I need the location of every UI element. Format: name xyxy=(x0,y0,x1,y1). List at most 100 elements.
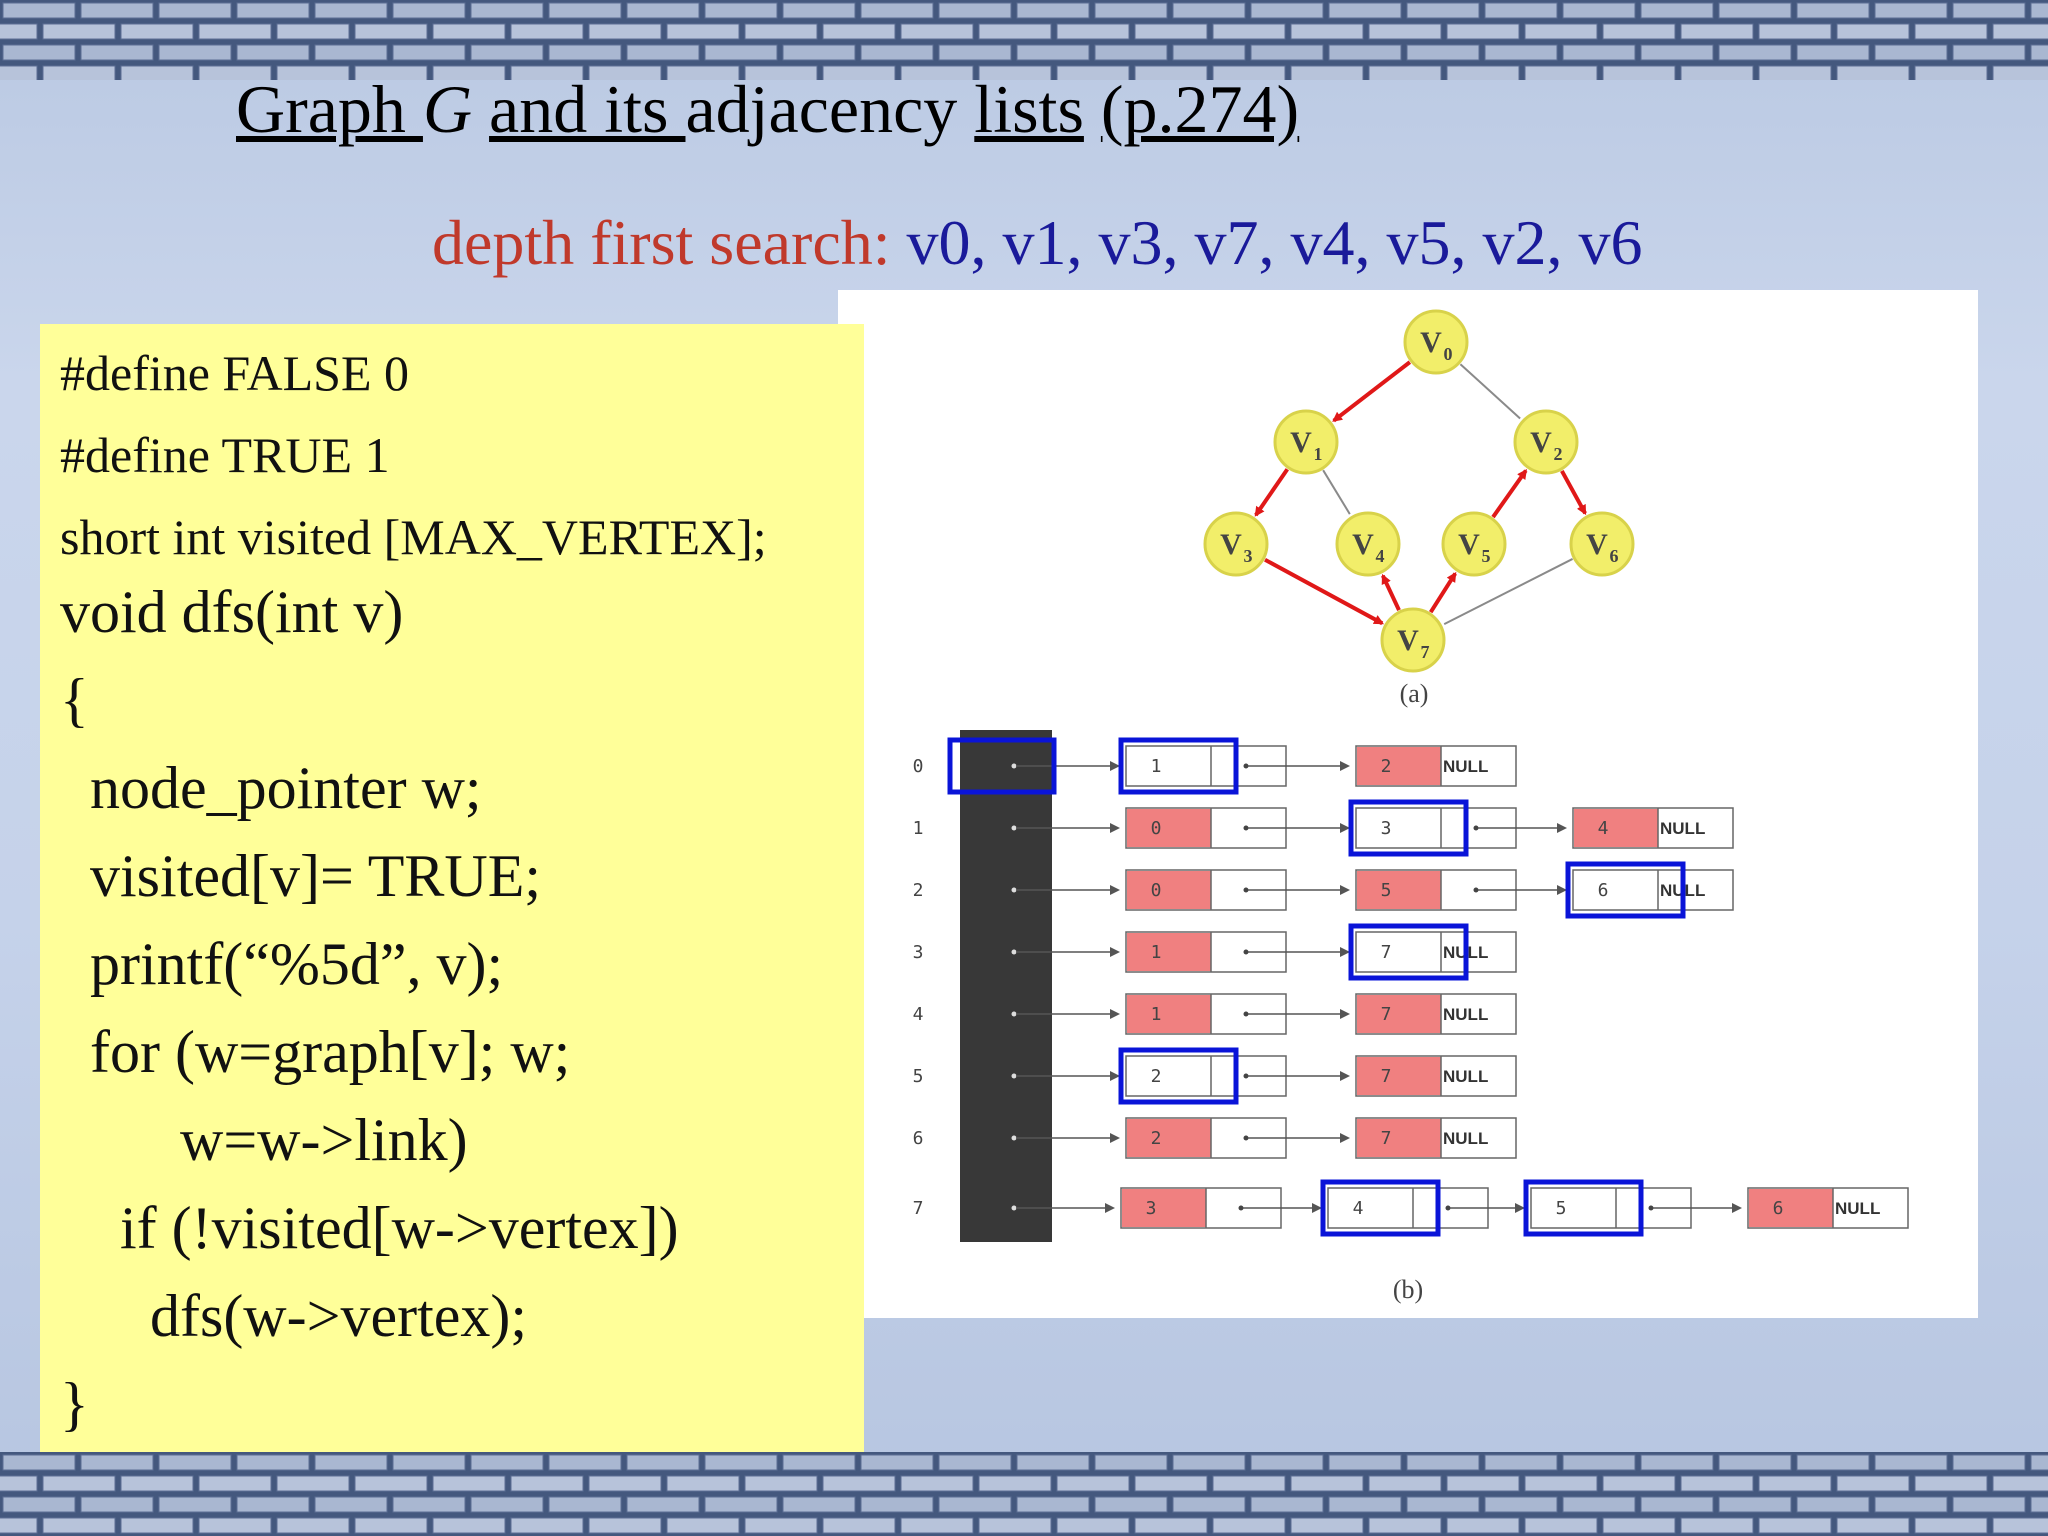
null-label: NULL xyxy=(1660,819,1705,838)
edge-v1-v3 xyxy=(1254,468,1289,517)
brick xyxy=(626,1454,700,1471)
brick xyxy=(1836,1475,1910,1492)
brick xyxy=(432,65,506,80)
brick xyxy=(1718,1454,1792,1471)
node-circle xyxy=(1569,511,1635,577)
link-dot xyxy=(1243,887,1249,893)
code-line-3: short int visited [MAX_VERTEX]; xyxy=(60,509,767,565)
vertex-value: 7 xyxy=(1381,1128,1392,1149)
code-line-12: dfs(w->vertex); xyxy=(60,1283,528,1349)
slide-title: Graph G and its adjacency lists (p.274) xyxy=(236,70,1299,149)
brick xyxy=(1952,2,2026,19)
brick xyxy=(1446,23,1520,40)
visited-highlight xyxy=(1357,747,1441,785)
start-vertex-box xyxy=(947,737,1057,795)
brick xyxy=(938,1454,1012,1471)
code-line-5: { xyxy=(60,667,89,733)
brick xyxy=(1952,44,2026,61)
brick xyxy=(1328,1496,1402,1513)
brick xyxy=(1172,2,1246,19)
brick xyxy=(588,1475,662,1492)
link-dot xyxy=(1243,763,1249,769)
brick xyxy=(2,1496,76,1513)
row-index: 5 xyxy=(913,1066,924,1087)
brick xyxy=(1172,1496,1246,1513)
brick xyxy=(1562,1496,1636,1513)
vertex-value: 4 xyxy=(1598,818,1609,839)
brick xyxy=(1094,1496,1168,1513)
list-node: 4 xyxy=(1320,1179,1525,1237)
title-adjacency: adjacency xyxy=(685,71,975,147)
brick xyxy=(704,2,778,19)
brick xyxy=(470,2,544,19)
brick xyxy=(1796,44,1870,61)
brick xyxy=(666,23,740,40)
brick xyxy=(236,2,310,19)
brick xyxy=(978,1475,1052,1492)
brick xyxy=(626,44,700,61)
brick xyxy=(1368,65,1442,80)
brick xyxy=(2030,1454,2048,1471)
node-label: V xyxy=(1220,528,1242,561)
visited-highlight xyxy=(1357,1119,1441,1157)
brick xyxy=(1796,2,1870,19)
brick xyxy=(938,1496,1012,1513)
node-subscript: 6 xyxy=(1610,546,1619,566)
graph-edges xyxy=(1254,360,1587,626)
visited-highlight xyxy=(1357,1057,1441,1095)
brick xyxy=(938,44,1012,61)
head-array xyxy=(960,730,1052,1242)
brick xyxy=(80,2,154,19)
visited-highlight xyxy=(1574,809,1658,847)
brick xyxy=(2,2,76,19)
brick xyxy=(1368,23,1442,40)
brick xyxy=(470,1454,544,1471)
head-pointer-dot xyxy=(1011,949,1017,955)
brick xyxy=(1524,65,1598,80)
brick xyxy=(900,65,974,80)
brick xyxy=(1836,65,1910,80)
brick xyxy=(236,44,310,61)
link-dot xyxy=(1473,887,1479,893)
brick xyxy=(822,65,896,80)
brick xyxy=(1056,1517,1130,1534)
brick xyxy=(1718,44,1792,61)
node-circle xyxy=(1335,511,1401,577)
brick xyxy=(1056,23,1130,40)
brick xyxy=(1446,65,1520,80)
visited-highlight xyxy=(1127,871,1211,909)
brick xyxy=(1602,1517,1676,1534)
node-subscript: 2 xyxy=(1554,444,1563,464)
node-circle xyxy=(1380,607,1446,673)
brick xyxy=(1446,1475,1520,1492)
brick xyxy=(1914,23,1988,40)
link-dot xyxy=(1243,949,1249,955)
list-node: 1 xyxy=(1125,931,1350,973)
dfs-order-line: depth first search: v0, v1, v3, v7, v4, … xyxy=(432,206,1643,280)
brick xyxy=(120,1475,194,1492)
node-label: V xyxy=(1586,528,1608,561)
head-pointer-dot xyxy=(1011,763,1017,769)
edge-v7-v5 xyxy=(1429,571,1457,614)
edge-v6-v7 xyxy=(1443,558,1574,626)
brick xyxy=(588,65,662,80)
visited-highlight xyxy=(1127,995,1211,1033)
brick xyxy=(1796,1496,1870,1513)
node-cell xyxy=(1327,1187,1489,1229)
brick xyxy=(1992,23,2048,40)
brick xyxy=(1290,23,1364,40)
brick xyxy=(1914,1475,1988,1492)
visited-highlight xyxy=(1127,809,1211,847)
brick xyxy=(1914,65,1988,80)
brick xyxy=(158,1496,232,1513)
brick xyxy=(1680,1475,1754,1492)
brick xyxy=(1250,1454,1324,1471)
brick xyxy=(978,23,1052,40)
